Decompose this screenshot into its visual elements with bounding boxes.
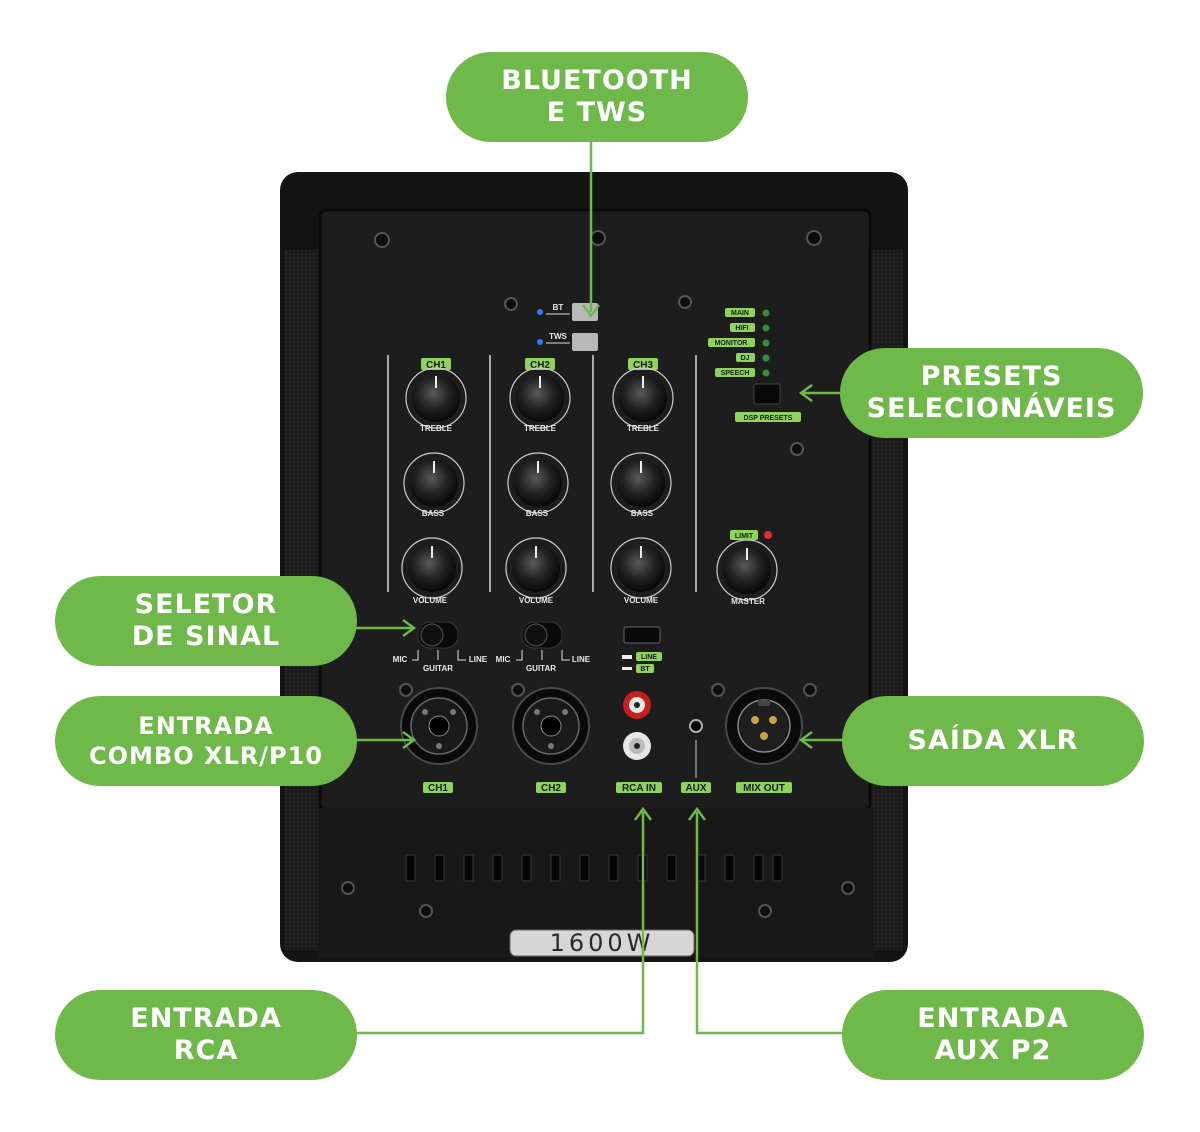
ch3-tag: CH3 bbox=[633, 360, 653, 371]
treble-knob-ch2 bbox=[509, 367, 571, 429]
treble-knob-ch3 bbox=[612, 367, 674, 429]
line-label: LINE bbox=[641, 654, 657, 661]
master-knob bbox=[716, 539, 778, 601]
dsp-presets-label: DSP PRESETS bbox=[744, 415, 793, 422]
callout-xlr-line1: SAÍDA XLR bbox=[907, 725, 1079, 756]
panel-knob_labels-bass-label: BASS bbox=[422, 509, 445, 518]
preset-dj: DJ bbox=[741, 355, 750, 362]
callout-selector-line2: DE SINAL bbox=[131, 621, 281, 652]
aux-tag: AUX bbox=[685, 783, 706, 794]
bass-knob-ch3 bbox=[610, 452, 672, 514]
panel-knob_labels-volume-label: VOLUME bbox=[519, 596, 554, 605]
channel-tags: CH1 CH2 CH3 bbox=[421, 358, 658, 371]
bass-knob-ch2 bbox=[507, 452, 569, 514]
panel-switch_labels-line-label: LINE bbox=[572, 655, 591, 664]
callout-combo-line1: ENTRADA bbox=[138, 712, 274, 740]
callout-xlr-output: SAÍDA XLR bbox=[842, 696, 1144, 786]
volume-knob-ch1 bbox=[401, 537, 463, 599]
volume-knob-ch2 bbox=[505, 537, 567, 599]
panel-switch_labels-mic-label: MIC bbox=[393, 655, 408, 664]
callout-signal-selector: SELETOR DE SINAL bbox=[55, 576, 357, 666]
selector-labels: MIC GUITAR LINE MIC GUITAR LINE bbox=[393, 655, 591, 673]
power-badge-text: 1600W bbox=[550, 929, 655, 957]
panel-knob_labels-bass-label: BASS bbox=[526, 509, 549, 518]
rca-in-tag: RCA IN bbox=[622, 783, 656, 794]
bt-switch-label: BT bbox=[640, 666, 650, 673]
callout-aux-input: ENTRADA AUX P2 bbox=[842, 990, 1144, 1080]
ch1-tag: CH1 bbox=[426, 360, 446, 371]
callout-rca-line1: ENTRADA bbox=[130, 1003, 282, 1034]
line-bt-switch[interactable] bbox=[623, 626, 661, 644]
callout-bluetooth-line1: BLUETOOTH bbox=[501, 65, 693, 96]
bass-knob-ch1 bbox=[403, 452, 465, 514]
signal-selector-ch1[interactable] bbox=[417, 621, 459, 649]
tws-button[interactable] bbox=[572, 333, 598, 351]
preset-hifi: HIFI bbox=[735, 325, 748, 332]
combo-jack-ch2[interactable] bbox=[512, 687, 590, 765]
panel-knob_labels-treble-label: TREBLE bbox=[627, 424, 660, 433]
preset-main: MAIN bbox=[731, 310, 749, 317]
mix-out-tag: MIX OUT bbox=[743, 783, 785, 794]
callout-combo-line2: COMBO XLR/P10 bbox=[89, 742, 323, 770]
ch1-input-tag: CH1 bbox=[428, 783, 448, 794]
bt-label: BT bbox=[553, 303, 564, 312]
vent-slots bbox=[405, 854, 783, 882]
power-badge bbox=[509, 929, 695, 957]
panel-knob_labels-treble-label: TREBLE bbox=[420, 424, 453, 433]
panel-switch_labels-guitar-label: GUITAR bbox=[423, 664, 453, 673]
input-tags: CH1 CH2 RCA IN AUX MIX OUT bbox=[423, 782, 792, 794]
callout-bluetooth-line2: E TWS bbox=[546, 97, 648, 128]
callout-aux-line1: ENTRADA bbox=[917, 1003, 1069, 1034]
preset-monitor: MONITOR bbox=[715, 340, 748, 347]
combo-jack-ch1[interactable] bbox=[400, 687, 478, 765]
callout-rca-line2: RCA bbox=[173, 1035, 239, 1066]
callout-connectors bbox=[356, 140, 844, 1035]
knob-group[interactable] bbox=[401, 367, 778, 601]
channel-dividers bbox=[387, 355, 697, 592]
screw-icons bbox=[341, 230, 855, 918]
panel-knob_labels-bass-label: BASS bbox=[631, 509, 654, 518]
dsp-preset-button[interactable] bbox=[753, 383, 781, 405]
callout-presets-line1: PRESETS bbox=[920, 361, 1063, 392]
tws-led bbox=[537, 339, 543, 345]
callout-rca-input: ENTRADA RCA bbox=[55, 990, 357, 1080]
tws-label: TWS bbox=[549, 332, 567, 341]
volume-knob-ch3 bbox=[610, 537, 672, 599]
callout-combo-input: ENTRADA COMBO XLR/P10 bbox=[55, 696, 357, 786]
callout-aux-line2: AUX P2 bbox=[934, 1035, 1052, 1066]
preset-speech: SPEECH bbox=[721, 370, 750, 377]
panel-knob_labels-volume-label: VOLUME bbox=[413, 596, 448, 605]
panel-switch_labels-mic-label: MIC bbox=[496, 655, 511, 664]
ch2-input-tag: CH2 bbox=[541, 783, 561, 794]
master-label: MASTER bbox=[731, 597, 765, 606]
treble-knob-ch1 bbox=[405, 367, 467, 429]
callout-bluetooth-tws: BLUETOOTH E TWS bbox=[446, 52, 748, 142]
ch2-tag: CH2 bbox=[530, 360, 550, 371]
xlr-output[interactable] bbox=[725, 687, 803, 765]
callout-selector-line1: SELETOR bbox=[134, 589, 278, 620]
callout-presets-line2: SELECIONÁVEIS bbox=[866, 393, 1117, 424]
panel-switch_labels-guitar-label: GUITAR bbox=[526, 664, 556, 673]
selector-ticks bbox=[412, 650, 570, 661]
rca-jacks[interactable] bbox=[623, 691, 651, 760]
signal-selector-ch2[interactable] bbox=[521, 621, 563, 649]
bt-led bbox=[537, 309, 543, 315]
callout-presets: PRESETS SELECIONÁVEIS bbox=[840, 348, 1143, 438]
panel-knob_labels-treble-label: TREBLE bbox=[524, 424, 557, 433]
limit-label: LIMIT bbox=[735, 533, 754, 540]
preset-list: MAIN HIFI MONITOR DJ SPEECH bbox=[708, 308, 770, 377]
limit-led bbox=[764, 531, 772, 539]
panel-knob_labels-volume-label: VOLUME bbox=[624, 596, 659, 605]
knob-labels: TREBLE TREBLE TREBLE BASS BASS BASS VOLU… bbox=[413, 424, 765, 606]
aux-jack[interactable] bbox=[689, 719, 703, 733]
panel-switch_labels-line-label: LINE bbox=[469, 655, 488, 664]
